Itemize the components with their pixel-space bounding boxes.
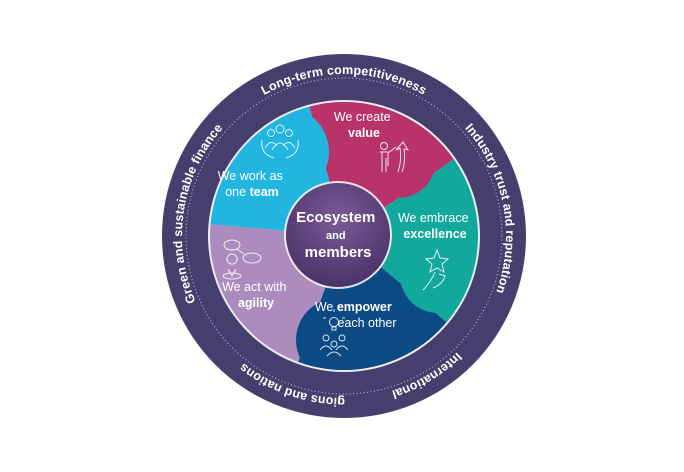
center-label: Ecosystem and members — [296, 209, 380, 261]
presenter-growth-arrow-icon — [380, 141, 410, 173]
dotted-ring — [185, 77, 503, 395]
value-lobe — [360, 122, 436, 198]
location-network-icon — [222, 239, 262, 280]
agility-label: We act with agility — [222, 280, 290, 310]
team-label: We work as one team — [218, 169, 287, 199]
hand-star-icon — [422, 248, 450, 291]
excellence-label: We embrace excellence — [398, 211, 472, 241]
hands-people-icon — [261, 124, 299, 159]
value-label: We create value — [334, 110, 394, 140]
excellence-lobe — [400, 237, 476, 313]
team-lightbulb-icon — [319, 309, 349, 357]
empower-label: We empower each other — [315, 300, 397, 330]
center-circle — [284, 181, 392, 289]
empower-lobe — [296, 298, 380, 370]
